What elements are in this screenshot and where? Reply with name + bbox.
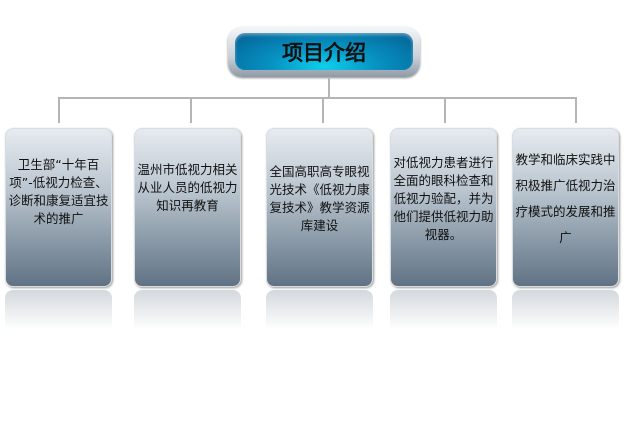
box-text: 教学和临床实践中积极推广低视力治疗模式的发展和推广 <box>515 151 616 245</box>
box-reflection <box>512 290 619 330</box>
connector-drop-2 <box>190 97 192 123</box>
box-text: 卫生部“十年百项”-低视力检查、诊断和康复适宜技术的推广 <box>8 156 109 226</box>
box-reflection <box>134 290 241 330</box>
connector-trunk <box>328 77 330 98</box>
box-text: 全国高职高专眼视光技术《低视力康复技术》教学资源库建设 <box>269 163 370 233</box>
connector-drop-5 <box>575 97 577 123</box>
box-reflection <box>266 290 373 330</box>
box-reflection <box>390 290 497 330</box>
box-text: 对低视力患者进行全面的眼科检查和低视力验配，并为他们提供低视力助视器。 <box>393 154 494 242</box>
connector-drop-3 <box>322 97 324 123</box>
project-box-2: 温州市低视力相关从业人员的低视力知识再教育 <box>134 128 241 287</box>
project-box-5: 教学和临床实践中积极推广低视力治疗模式的发展和推广 <box>512 128 619 287</box>
connector-drop-1 <box>58 97 60 123</box>
box-reflection <box>5 290 112 330</box>
title-banner: 项目介绍 <box>228 27 420 77</box>
connector-drop-4 <box>444 97 446 123</box>
box-text: 温州市低视力相关从业人员的低视力知识再教育 <box>137 161 238 213</box>
project-box-3: 全国高职高专眼视光技术《低视力康复技术》教学资源库建设 <box>266 128 373 287</box>
project-box-4: 对低视力患者进行全面的眼科检查和低视力验配，并为他们提供低视力助视器。 <box>390 128 497 287</box>
project-box-1: 卫生部“十年百项”-低视力检查、诊断和康复适宜技术的推广 <box>5 128 112 287</box>
title-text: 项目介绍 <box>235 33 413 70</box>
connector-horizontal <box>58 97 577 99</box>
